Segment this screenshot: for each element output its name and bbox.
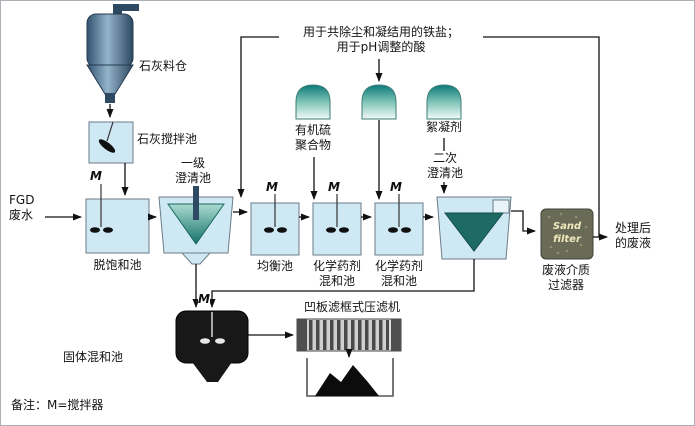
cake-pan-shape — [306, 358, 394, 397]
mixer-label-desaturation: M — [90, 169, 102, 183]
mixer-label-chem2: M — [390, 180, 402, 194]
lime-silo-shape — [86, 4, 139, 103]
primary-clarifier-shape — [158, 186, 234, 265]
label-organic-sulfur-polymer: 有机硫 聚合物 — [294, 123, 331, 153]
sand-filter-shape — [540, 208, 594, 260]
mixer-label-equalization: M — [266, 180, 278, 194]
label-flocculant: 絮凝剂 — [425, 120, 462, 134]
mixer-label-chem1: M — [328, 180, 340, 194]
label-fgd-wastewater: FGD 废水 — [9, 193, 35, 223]
label-secondary-clarifier: 二次 澄清池 — [421, 151, 469, 182]
clarifier2-to-filter-arrow — [511, 210, 536, 235]
label-equalization-tank: 均衡池 — [256, 259, 293, 273]
label-chem-mix-tank-1: 化学药剂 混和池 — [312, 259, 361, 289]
label-desaturation-tank: 脱饱和池 — [93, 258, 142, 272]
chem-mix-tank-2-shape — [374, 194, 424, 256]
filter-press-shape — [296, 318, 402, 352]
label-filter-press: 凹板滤框式压滤机 — [304, 300, 401, 314]
solids-mix-tank-shape — [175, 310, 249, 382]
reagent-bottle-3-shape — [426, 84, 462, 120]
desaturation-tank-shape — [85, 184, 150, 254]
reagent-bottle-1-shape — [295, 84, 331, 120]
label-media-filter: 废液介质 过滤器 — [541, 263, 590, 293]
label-primary-clarifier: 一级 澄清池 — [174, 156, 211, 186]
secondary-clarifier-shape — [436, 196, 512, 260]
label-top-note: 用于共除尘和凝结用的铁盐； 用于pH调整的酸 — [279, 25, 483, 56]
label-sand-filter: Sand filter — [552, 221, 582, 245]
equalization-tank-shape — [250, 194, 300, 256]
label-lime-mix-tank: 石灰搅拌池 — [137, 132, 198, 146]
label-chem-mix-tank-2: 化学药剂 混和池 — [374, 259, 423, 289]
label-bottom-note: 备注：M=搅拌器 — [11, 398, 104, 412]
reagent-bottle-2-shape — [361, 84, 397, 120]
mixer-label-solids: M — [198, 292, 210, 306]
label-solids-mix-tank: 固体混和池 — [63, 350, 124, 364]
label-lime-silo: 石灰料仓 — [139, 59, 188, 73]
lime-mix-tank-shape — [88, 121, 134, 164]
label-treated-effluent: 处理后 的废液 — [615, 221, 652, 251]
chem-mix-tank-1-shape — [312, 194, 362, 256]
clarifier2-sludge-line — [208, 259, 475, 308]
